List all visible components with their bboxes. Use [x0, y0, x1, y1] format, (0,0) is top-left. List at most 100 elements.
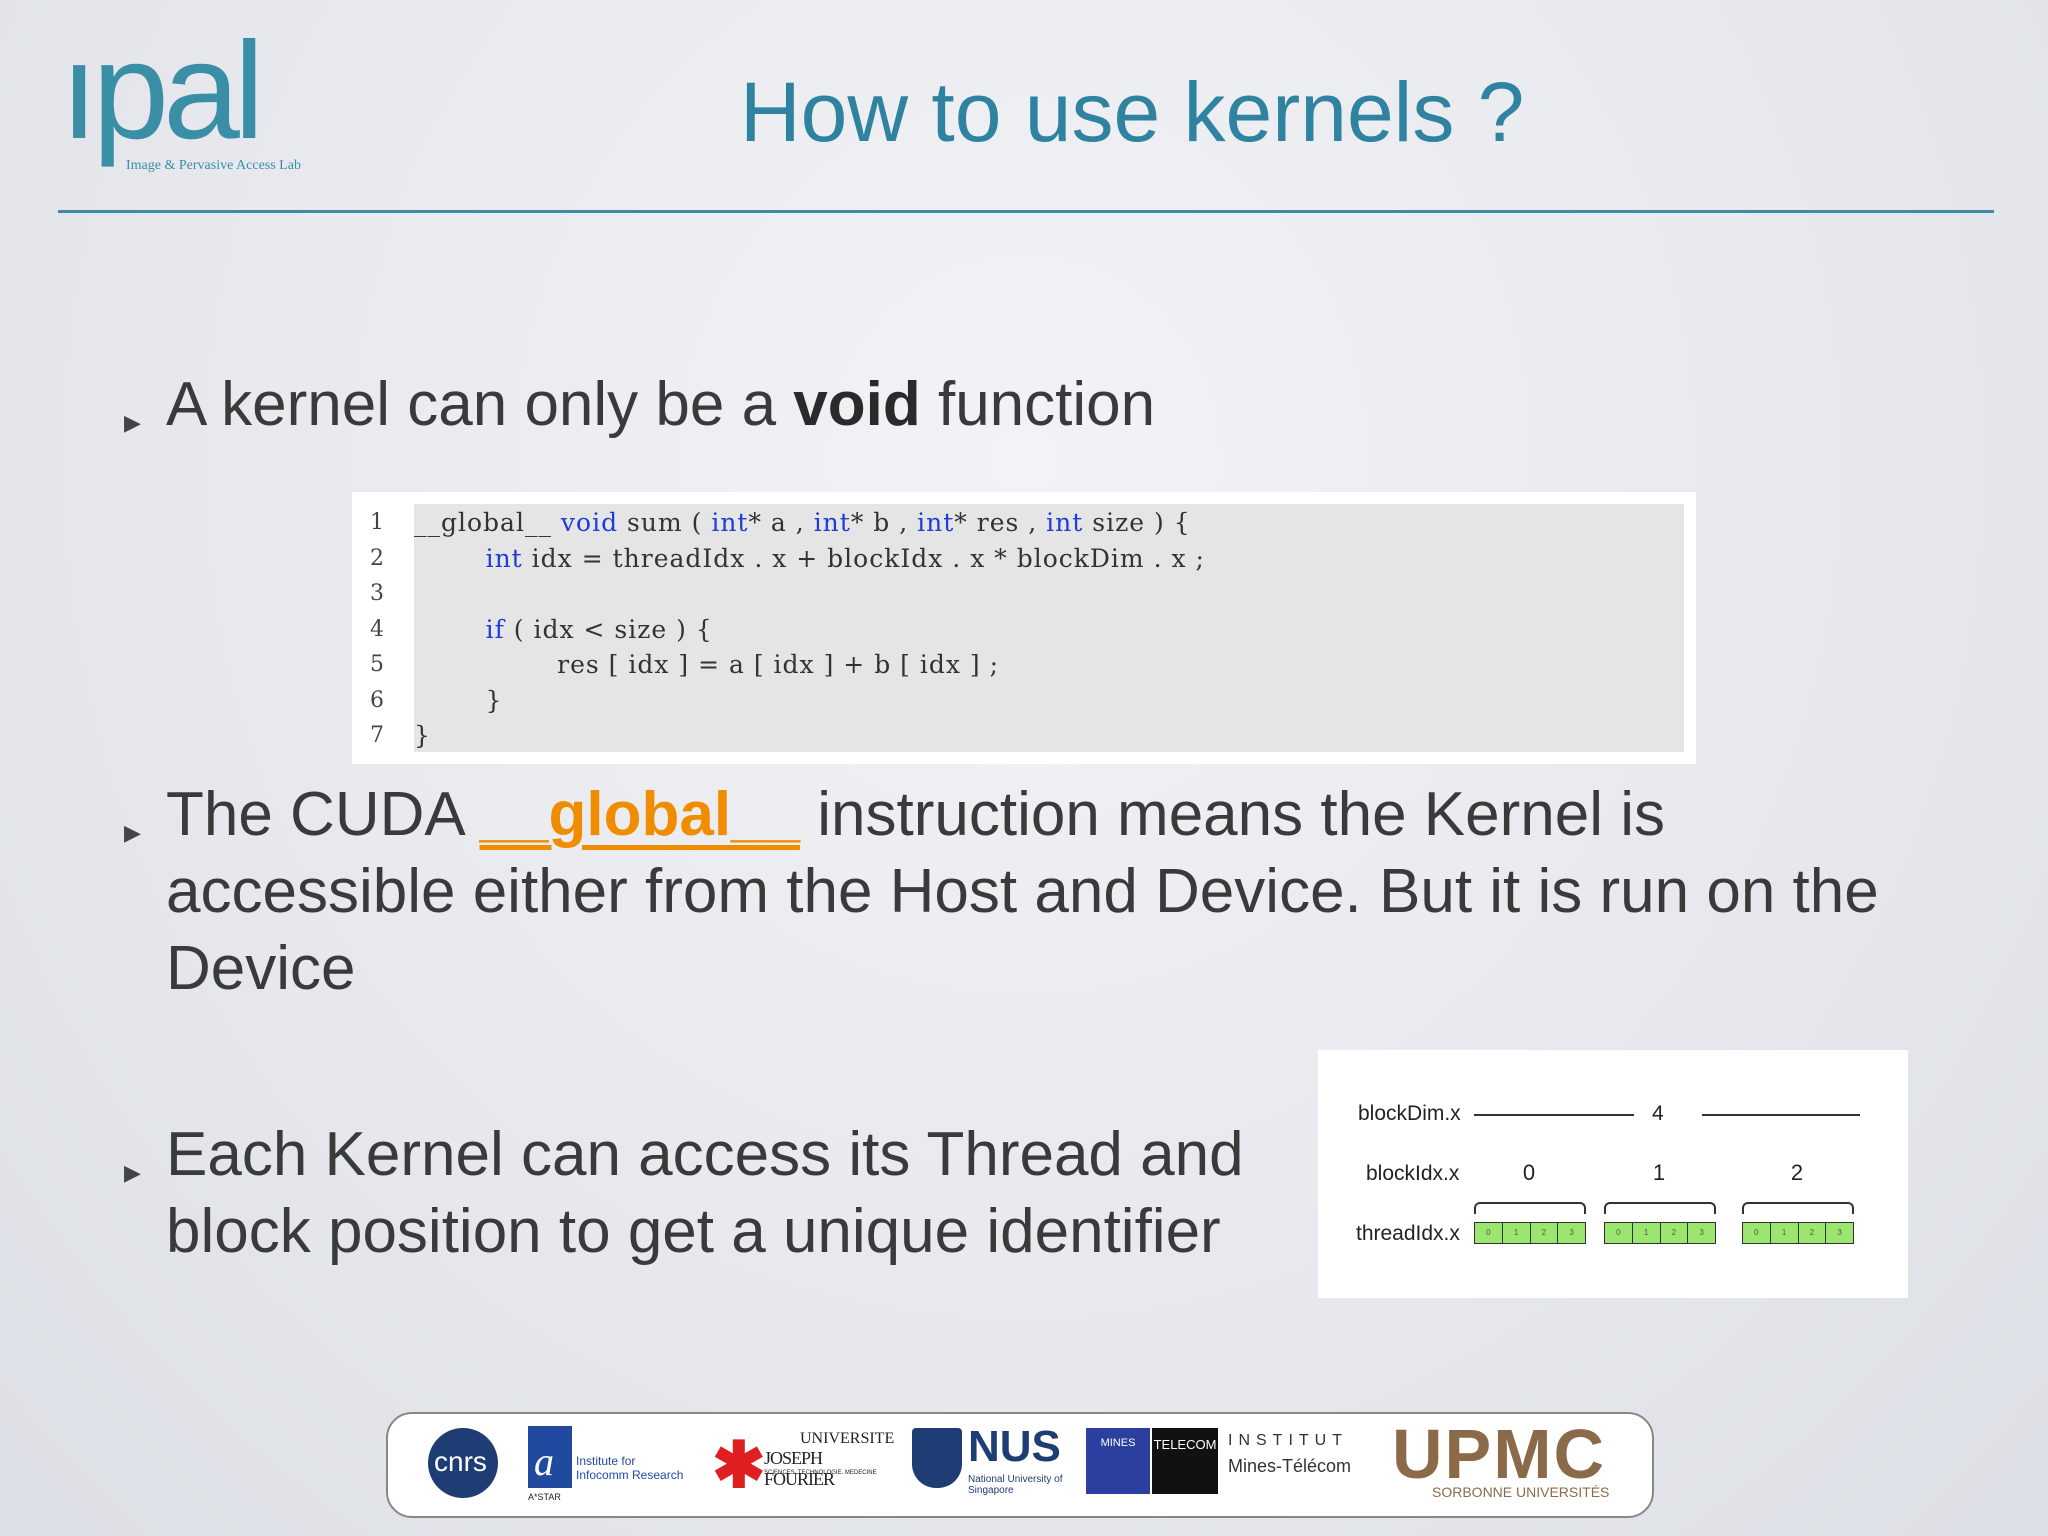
- line-number: 6: [370, 687, 384, 713]
- cnrs-text: cnrs: [434, 1446, 487, 1477]
- ujf-sub-text: SCIENCES. TECHNOLOGIE. MEDECINE: [764, 1470, 877, 1476]
- code-token: res [ idx ] = a [ idx ] + b [ idx ] ;: [414, 650, 1000, 679]
- nus-logo: NUS National University of Singapore: [912, 1422, 1062, 1504]
- code-line: }: [414, 686, 502, 721]
- code-keyword: void: [560, 508, 619, 537]
- code-token: * b ,: [850, 508, 918, 537]
- ujf-name-text: JOSEPH FOURIER: [764, 1448, 835, 1489]
- code-line: __global__ void sum ( int* a , int* b , …: [414, 508, 1191, 543]
- blockidx-value: 2: [1790, 1160, 1804, 1185]
- mines-telecom-logo: MINES TELECOM INSTITUT Mines-Télécom: [1086, 1428, 1366, 1498]
- telecom-box: TELECOM: [1152, 1428, 1218, 1494]
- code-keyword: int: [917, 508, 955, 537]
- sorbonne-text: SORBONNE UNIVERSITÉS: [1432, 1484, 1610, 1500]
- thread-cell: 1: [1770, 1223, 1799, 1243]
- code-token: sum (: [618, 508, 712, 537]
- block-brace: [1474, 1202, 1586, 1214]
- bullet-text-post: function: [920, 370, 1156, 439]
- code-token: }: [414, 685, 503, 715]
- logo-subtitle: Image & Pervasive Access Lab: [126, 158, 301, 173]
- line-number: 1: [370, 510, 384, 535]
- ujf-logo: ✱ UNIVERSITE JOSEPH FOURIER SCIENCES. TE…: [712, 1428, 894, 1506]
- upmc-logo: UPMC SORBONNE UNIVERSITÉS: [1392, 1415, 1612, 1506]
- bullet-text-pre: A kernel can only be a: [166, 370, 794, 439]
- threadidx-label: threadIdx.x: [1356, 1222, 1460, 1245]
- bullet-text-pre: The CUDA: [166, 780, 480, 849]
- thread-cell: 1: [1632, 1223, 1661, 1243]
- slide-title: How to use kernels ?: [740, 65, 1525, 159]
- thread-cell: 0: [1475, 1223, 1503, 1243]
- blockidx-value: 1: [1652, 1160, 1666, 1185]
- code-line: res [ idx ] = a [ idx ] + b [ idx ] ;: [414, 650, 999, 685]
- code-keyword: if: [485, 614, 505, 644]
- code-keyword: int: [813, 508, 851, 537]
- code-keyword: int: [1046, 508, 1084, 537]
- mines-box: MINES: [1086, 1428, 1150, 1494]
- blockidx-label: blockIdx.x: [1366, 1162, 1460, 1185]
- code-token: ( idx < size ) {: [504, 614, 713, 644]
- code-keyword: int: [485, 543, 523, 573]
- keyword-global: __global__: [479, 780, 801, 849]
- astar-logo: a A*STAR: [528, 1426, 572, 1502]
- title-divider: [58, 210, 1994, 213]
- bullet-text: A kernel can only be a void function: [166, 366, 1155, 443]
- code-token: __global__: [414, 508, 561, 537]
- code-token: size ) {: [1083, 508, 1191, 537]
- ujf-mark-icon: ✱: [712, 1429, 766, 1501]
- logo-word: ıpal: [60, 14, 264, 168]
- bullet-text: Each Kernel can access its Thread and bl…: [166, 1120, 1244, 1266]
- code-keyword: int: [711, 508, 749, 537]
- partner-logos: cnrs a A*STAR Institute for Infocomm Res…: [386, 1412, 1654, 1518]
- code-line: if ( idx < size ) {: [414, 615, 713, 650]
- bullet-arrow-icon: ▶: [124, 1160, 141, 1185]
- blockidx-value: 0: [1522, 1160, 1536, 1185]
- thread-cell: 0: [1743, 1223, 1771, 1243]
- astar-text: A*STAR: [528, 1492, 561, 1502]
- blockdim-value: 4: [1652, 1102, 1664, 1125]
- block-brace: [1604, 1202, 1716, 1214]
- thread-cell: 3: [1558, 1223, 1585, 1243]
- thread-cell: 3: [1688, 1223, 1715, 1243]
- keyword-void: void: [793, 370, 921, 439]
- code-token: * res ,: [954, 508, 1047, 537]
- nus-text: NUS: [968, 1422, 1061, 1471]
- bullet-text: The CUDA __global__ instruction means th…: [166, 776, 1956, 1007]
- bullet-arrow-icon: ▶: [124, 820, 141, 845]
- code-token: [414, 615, 486, 644]
- cnrs-logo: cnrs: [428, 1428, 498, 1498]
- i2r-text: Institute for Infocomm Research: [576, 1454, 684, 1482]
- line-number: 2: [370, 545, 384, 571]
- code-token: [414, 544, 486, 573]
- block-brace: [1742, 1202, 1854, 1214]
- upmc-text: UPMC: [1392, 1415, 1607, 1493]
- ipal-logo: ıpal Image & Pervasive Access Lab: [60, 22, 301, 182]
- thread-cell: 1: [1502, 1223, 1531, 1243]
- ujf-top-text: UNIVERSITE: [800, 1430, 895, 1447]
- code-body: __global__ void sum ( int* a , int* b , …: [414, 504, 1684, 752]
- line-number: 7: [370, 723, 384, 748]
- line-number: 5: [370, 652, 384, 677]
- line-number: 3: [370, 581, 384, 606]
- code-line: }: [414, 721, 431, 756]
- bullet-text-post: instruction means the Kernel is accessib…: [166, 780, 1879, 1003]
- nus-sub-text: National University of Singapore: [968, 1474, 1063, 1496]
- thread-cell: 3: [1826, 1223, 1853, 1243]
- code-token: idx = threadIdx . x + blockIdx . x * blo…: [522, 543, 1205, 573]
- nus-crest-icon: [912, 1428, 962, 1488]
- thread-cell: 2: [1798, 1223, 1827, 1243]
- code-token: * a ,: [748, 508, 814, 537]
- mines-telecom-text: Mines-Télécom: [1228, 1456, 1352, 1476]
- thread-cell: 2: [1530, 1223, 1559, 1243]
- blockdim-line-left: [1474, 1114, 1634, 1116]
- blockdim-line-right: [1702, 1114, 1860, 1116]
- institut-text: INSTITUT: [1228, 1432, 1348, 1449]
- thread-cell: 2: [1660, 1223, 1689, 1243]
- code-line: int idx = threadIdx . x + blockIdx . x *…: [414, 544, 1205, 579]
- blockdim-label: blockDim.x: [1358, 1102, 1461, 1125]
- code-token: }: [414, 721, 431, 750]
